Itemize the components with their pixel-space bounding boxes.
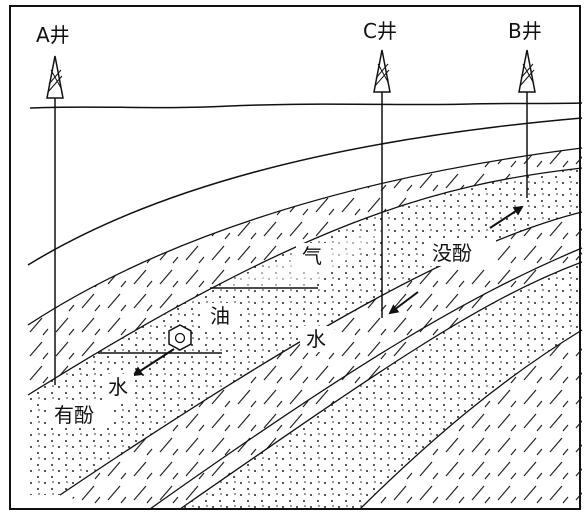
well-a [46,55,64,385]
well-a-label: A井 [36,23,70,47]
lower-sand-layer [180,262,582,509]
well-c-label: C井 [363,19,397,43]
upper-boundary [27,117,583,266]
water-lower-label: 水 [108,375,128,399]
ground-surface [29,102,583,109]
phenol-present-label: 有酚 [54,403,94,427]
gas-label: 气 [302,244,322,268]
flow-arrow-a [132,348,175,377]
phenol-absent-label: 没酚 [432,241,472,265]
water-reservoir-label: 水 [306,327,326,351]
benzene-ring-icon [168,324,192,351]
well-b [518,49,536,198]
flow-arrow-b [489,205,524,229]
oil-label: 油 [210,304,230,328]
middle-shale-layer [60,212,582,509]
well-c [373,49,391,318]
well-b-label: B井 [508,19,542,43]
flow-arrow-c [388,291,419,315]
bottom-layer [360,330,582,509]
